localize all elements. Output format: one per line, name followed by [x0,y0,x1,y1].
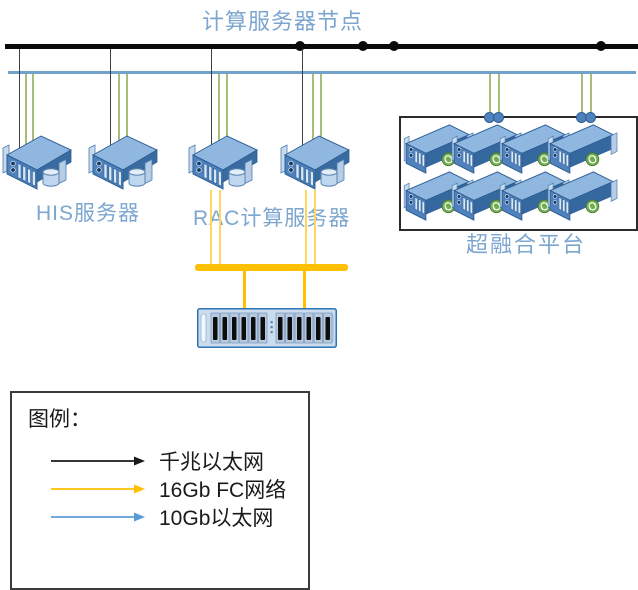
green-link-line [218,74,220,152]
hyper-converged-box [399,116,638,231]
green-link-line [32,74,34,152]
fc-link-line [303,271,306,310]
green-link-line [312,74,314,152]
bus-junction-dot [358,41,368,51]
green-link-line [320,74,322,152]
hci-group-label: 超融合平台 [466,232,587,257]
green-link-line [118,74,120,152]
green-link-line [25,74,27,152]
fc-switch-bus [195,264,348,271]
connector-dot [585,112,596,123]
bus-junction-dot [596,41,606,51]
gigabit-link-line [211,49,212,148]
bus-junction-dot [295,41,305,51]
fc-link-line [243,271,246,310]
rac-server-icon [186,126,262,192]
legend-label-fc: 16Gb FC网络 [159,479,287,502]
diagram-title: 计算服务器节点 [201,9,363,34]
bus-junction-dot [389,41,399,51]
gigabit-link-line [302,49,303,148]
fc-link-line [314,190,316,266]
legend-row-10gb: 10Gb以太网 [50,505,274,530]
green-link-line [498,74,500,116]
black-arrow-icon [51,456,145,466]
legend-row-fc: 16Gb FC网络 [50,477,287,502]
fc-link-line [305,190,307,266]
green-link-line [126,74,128,152]
rac-server-icon [278,126,354,192]
his-server-icon [86,126,162,192]
green-link-line [226,74,228,152]
green-link-line [489,74,491,116]
connector-dot [493,112,504,123]
his-group-label: HIS服务器 [36,202,141,225]
legend-label-10gb: 10Gb以太网 [159,507,274,530]
rac-group-label: RAC计算服务器 [193,207,351,230]
hci-node-icon [546,166,631,225]
his-server-icon [0,126,76,192]
fc-link-line [219,190,221,266]
ten-gb-ethernet-bus-line [8,71,636,74]
gigabit-link-line [19,49,20,148]
legend-label-gigabit: 千兆以太网 [159,451,264,474]
fc-link-line [210,190,212,266]
gigabit-link-line [110,49,111,148]
legend-row-gigabit: 千兆以太网 [50,449,264,474]
gigabit-ethernet-bus-line [5,44,638,49]
blue-arrow-icon [51,512,145,522]
green-link-line [581,74,583,116]
green-link-line [590,74,592,116]
storage-array-icon [197,308,337,348]
yellow-arrow-icon [51,484,145,494]
legend-title: 图例： [28,408,91,431]
legend-box [10,391,310,590]
